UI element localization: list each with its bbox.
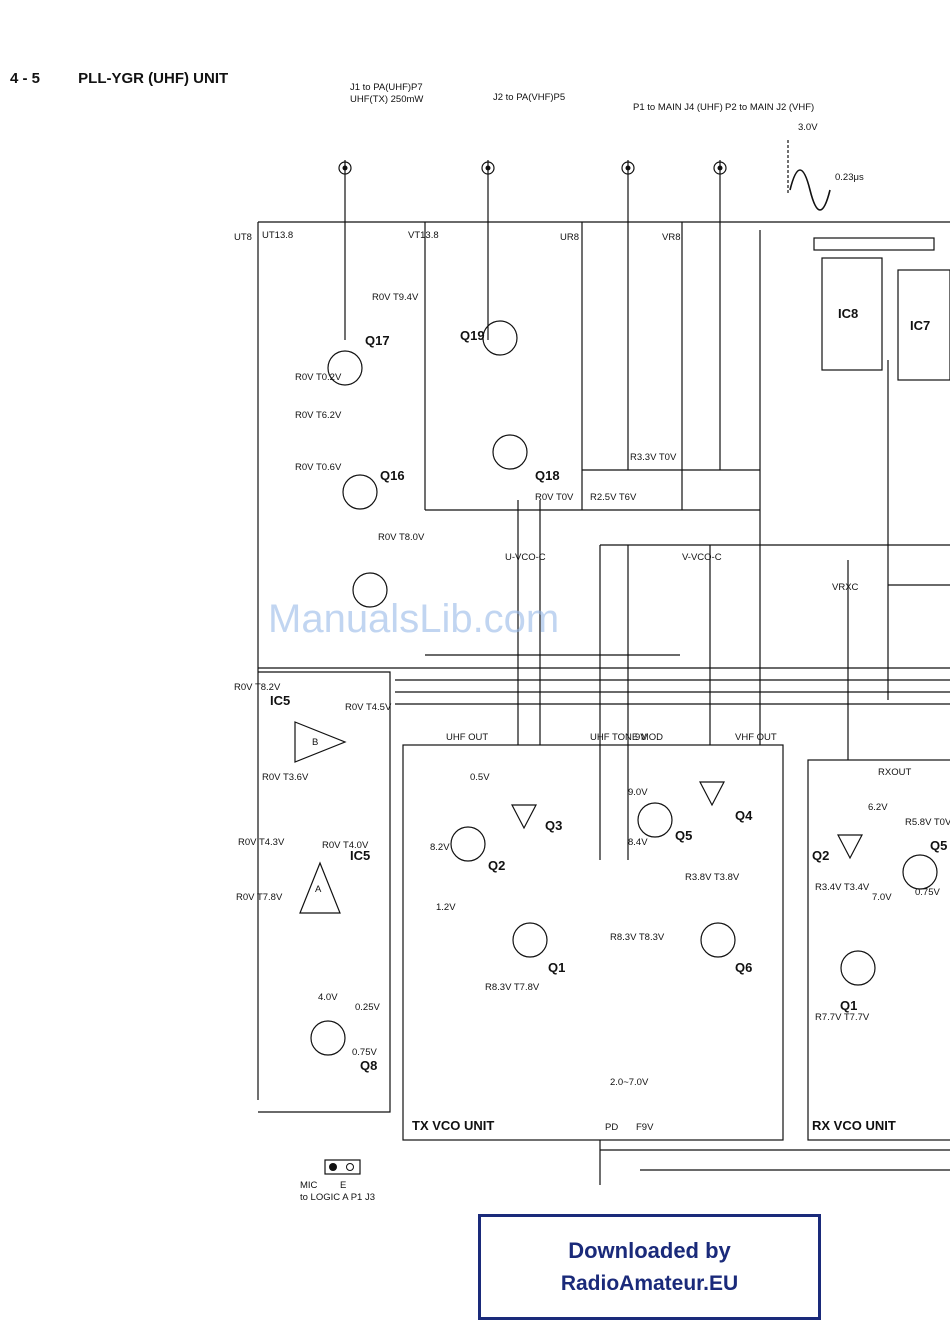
signal-label: UHF TONE MOD	[590, 732, 663, 743]
voltage-label: 0.75V	[352, 1047, 377, 1058]
connector-j1-sub: UHF(TX) 250mW	[350, 94, 423, 105]
transistor-label: Q19	[460, 328, 485, 343]
transistor-label: Q1	[840, 998, 857, 1013]
ic-label: IC7	[910, 318, 930, 333]
voltage-label: R0V T4.0V	[322, 840, 369, 851]
page-header: 4 - 5 PLL-YGR (UHF) UNIT	[10, 70, 228, 87]
voltage-label: 4.0V	[318, 992, 338, 1003]
voltage-label: 2.0~7.0V	[610, 1077, 649, 1088]
download-line-1: Downloaded by	[568, 1238, 731, 1263]
voltage-label: R2.5V T6V	[590, 492, 637, 503]
voltage-label: R0V T6.2V	[295, 410, 342, 421]
download-banner[interactable]: Downloaded by RadioAmateur.EU	[478, 1214, 821, 1320]
transistor-label: Q3	[545, 818, 562, 833]
connector-j3-label: to LOGIC A P1 J3	[300, 1192, 375, 1203]
voltage-label: R0V T0.2V	[295, 372, 342, 383]
section-number: 4 - 5	[10, 70, 41, 87]
voltage-label: R5.8V T0V	[905, 817, 950, 828]
voltage-label: 8.2V	[430, 842, 450, 853]
signal-label: F9V	[636, 1122, 654, 1133]
voltage-label: 9.0V	[628, 787, 648, 798]
ic5-a-label: A	[315, 884, 322, 895]
connector-labels: J1 to PA(UHF)P7 UHF(TX) 250mW J2 to PA(V…	[300, 82, 814, 1203]
transistor-label: Q2	[812, 848, 829, 863]
transistor-label: Q4	[735, 808, 753, 823]
waveform-period: 0.23μs	[835, 172, 864, 183]
voltage-label: R3.4V T3.4V	[815, 882, 870, 893]
transistor-label: Q1	[548, 960, 565, 975]
voltage-label: R8.3V T7.8V	[485, 982, 540, 993]
voltage-label: R3.8V T3.8V	[685, 872, 740, 883]
connector-p1-label: P1 to MAIN J4 (UHF)	[633, 102, 723, 113]
signal-label: VHF OUT	[735, 732, 777, 743]
waveform-labels: 3.0V 0.23μs	[798, 122, 864, 183]
signal-label: RXOUT	[878, 767, 911, 778]
rail-labels: UT8 UT13.8 VT13.8 UR8 VR8	[234, 230, 680, 243]
voltage-label: 1.2V	[436, 902, 456, 913]
signal-label: UHF OUT	[446, 732, 488, 743]
voltage-label: R0V T0V	[535, 492, 574, 503]
mic-label: MIC	[300, 1180, 318, 1191]
voltage-label: R3.3V T0V	[630, 452, 677, 463]
transistor-label: Q17	[365, 333, 390, 348]
transistor-label: Q8	[360, 1058, 377, 1073]
voltage-label: 6.2V	[868, 802, 888, 813]
voltage-label: 0.5V	[470, 772, 490, 783]
rx-vco-unit-label: RX VCO UNIT	[812, 1118, 896, 1133]
voltage-label: R7.7V T7.7V	[815, 1012, 870, 1023]
unit-labels: TX VCO UNIT RX VCO UNIT	[412, 1118, 896, 1133]
voltage-label: R0V T3.6V	[262, 772, 309, 783]
connector-p2-label: P2 to MAIN J2 (VHF)	[725, 102, 814, 113]
voltage-label: 7.0V	[872, 892, 892, 903]
rail-label: UR8	[560, 232, 579, 243]
signal-label: V-VCO-C	[682, 552, 722, 563]
download-line-2: RadioAmateur.EU	[560, 1272, 739, 1295]
voltage-label: R0V T4.3V	[238, 837, 285, 848]
transistor-label: Q16	[380, 468, 405, 483]
ic-label: IC8	[838, 306, 858, 321]
transistor-label: Q5	[930, 838, 947, 853]
rail-label: VT13.8	[408, 230, 439, 241]
signal-label: VRXC	[832, 582, 859, 593]
transistor-label: Q18	[535, 468, 560, 483]
section-title: PLL-YGR (UHF) UNIT	[78, 70, 229, 87]
voltage-labels: R0V T9.4V R0V T0.2V R0V T6.2V R0V T0.6V …	[234, 292, 950, 1088]
voltage-label: R0V T8.0V	[378, 532, 425, 543]
transistor-label: Q6	[735, 960, 752, 975]
voltage-label: R0V T9.4V	[372, 292, 419, 303]
ic5-b-label: B	[312, 737, 318, 748]
ic-label: IC5	[270, 693, 290, 708]
rail-label: UT13.8	[262, 230, 293, 241]
transistor-label: Q2	[488, 858, 505, 873]
transistor-labels: Q17 Q16 Q19 Q18 Q8 Q2 Q3 Q4 Q5 Q1 Q6 Q2 …	[360, 328, 947, 1073]
ic-labels: IC8 IC7 IC5 IC5 B A	[270, 306, 930, 895]
tx-vco-unit-label: TX VCO UNIT	[412, 1118, 494, 1133]
ic-label: IC5	[350, 848, 370, 863]
voltage-label: 8.4V	[628, 837, 648, 848]
rail-label: UT8	[234, 232, 252, 243]
signal-label: PD	[605, 1122, 618, 1133]
voltage-label: 0.75V	[915, 887, 940, 898]
voltage-label: R0V T8.2V	[234, 682, 281, 693]
signal-labels: U-VCO-C V-VCO-C VRXC UHF OUT UHF TONE MO…	[446, 552, 911, 1133]
voltage-label: R0V T4.5V	[345, 702, 392, 713]
signal-label: 9V	[635, 732, 647, 743]
voltage-label: R0V T7.8V	[236, 892, 283, 903]
waveform-amplitude: 3.0V	[798, 122, 818, 133]
e-label: E	[340, 1180, 346, 1191]
voltage-label: R8.3V T8.3V	[610, 932, 665, 943]
connector-j2-label: J2 to PA(VHF)P5	[493, 92, 565, 103]
transistor-label: Q5	[675, 828, 692, 843]
voltage-label: R0V T0.6V	[295, 462, 342, 473]
watermark-text: ManualsLib.com	[268, 597, 559, 641]
voltage-label: 0.25V	[355, 1002, 380, 1013]
rail-label: VR8	[662, 232, 680, 243]
signal-label: U-VCO-C	[505, 552, 546, 563]
connector-j1-label: J1 to PA(UHF)P7	[350, 82, 423, 93]
